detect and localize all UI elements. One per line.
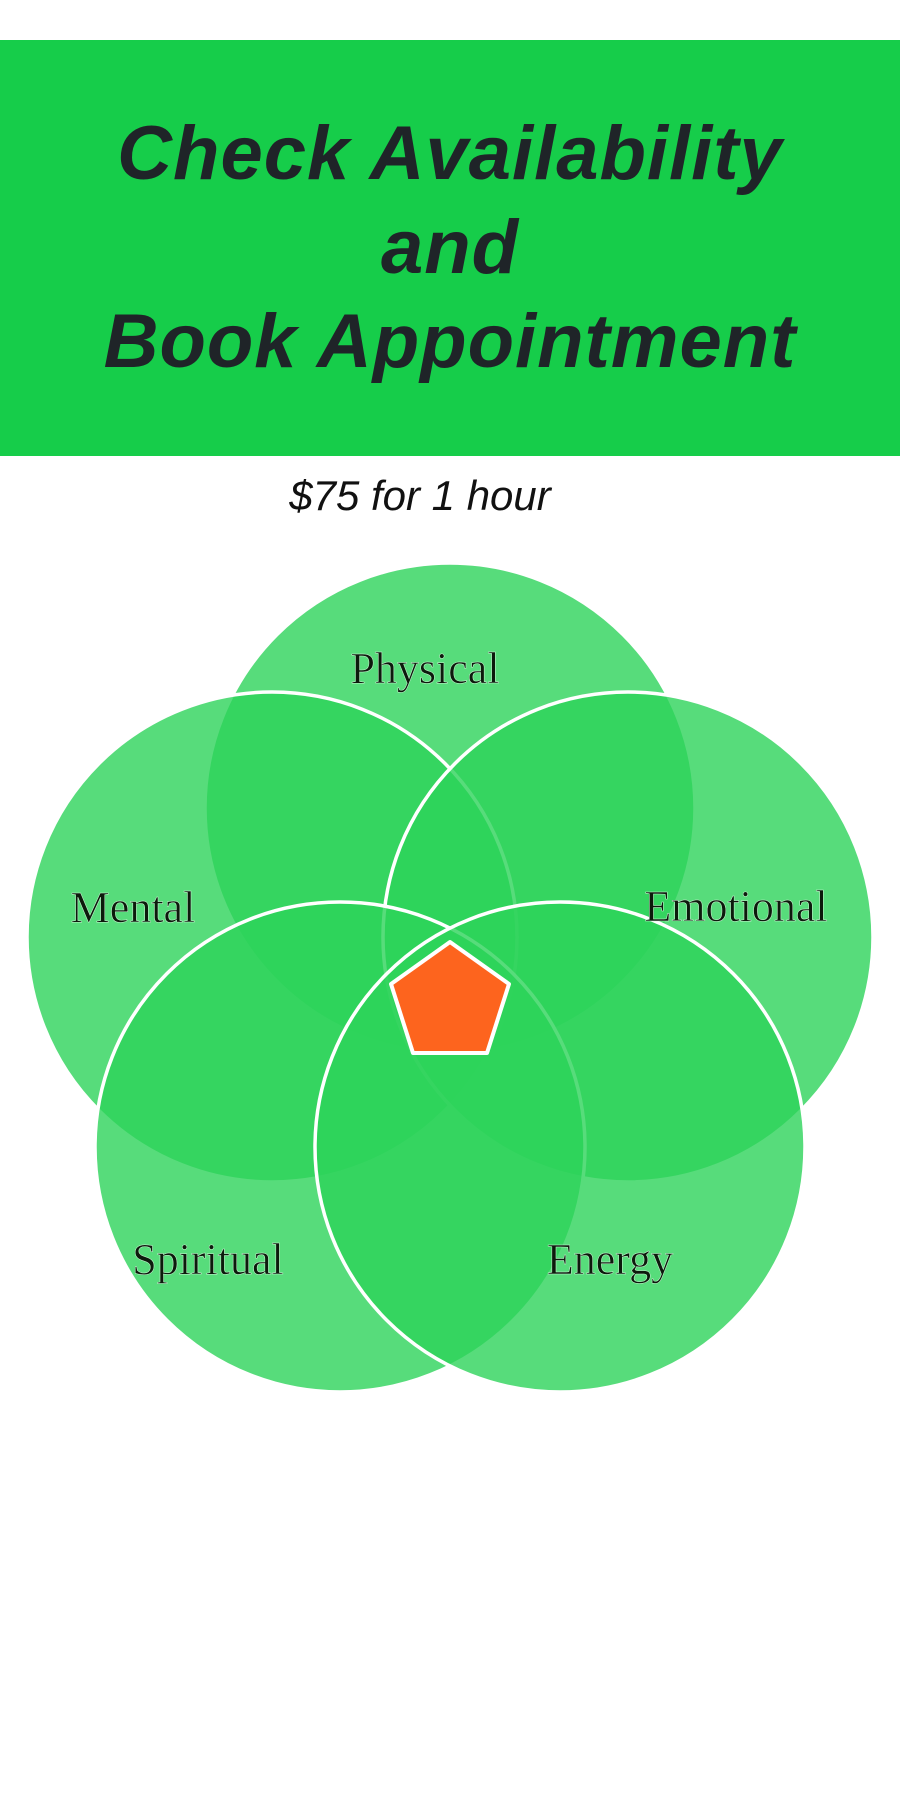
- label-spiritual: Spiritual: [132, 1235, 284, 1284]
- energy-circle: [313, 900, 807, 1394]
- label-energy: Energy: [547, 1235, 673, 1284]
- label-mental: Mental: [71, 883, 196, 932]
- center-pentagon: [389, 940, 511, 1055]
- title-line-3: Book Appointment: [103, 299, 797, 384]
- label-physical: Physical: [350, 644, 499, 693]
- header-banner: Check Availability and Book Appointment: [0, 40, 900, 456]
- title-line-1: Check Availability: [117, 111, 783, 196]
- label-emotional: Emotional: [644, 882, 827, 931]
- price-text: $75 for 1 hour: [289, 472, 551, 519]
- wellness-venn-diagram: Physical Mental Emotional Spiritual Ener…: [25, 561, 875, 1394]
- title-line-2: and: [380, 205, 520, 290]
